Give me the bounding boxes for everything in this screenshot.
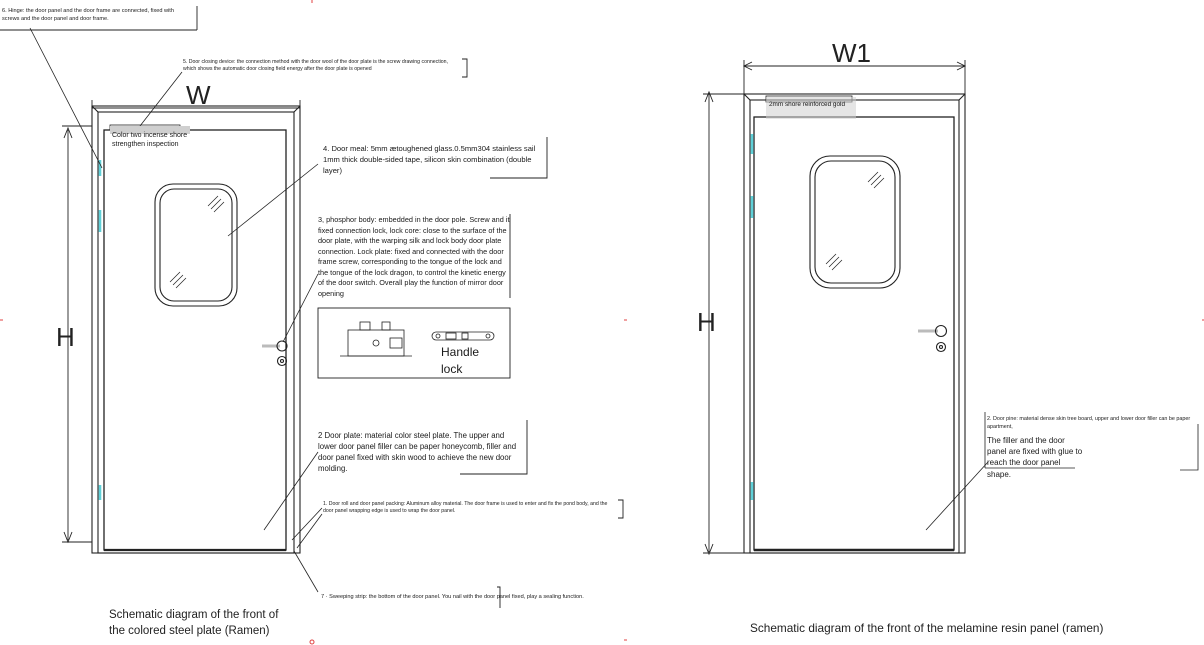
strike-plate-sketch xyxy=(431,331,495,341)
left-handle-rose xyxy=(276,340,288,352)
leader-glass xyxy=(227,163,319,237)
left-width-dimension xyxy=(91,100,301,116)
left-height-label: H xyxy=(56,322,75,352)
leader-closer xyxy=(139,71,183,127)
left-height-dimension xyxy=(62,125,92,544)
note-right-top-strip: 2mm shore reinforced gold xyxy=(769,101,846,108)
right-vision-window-outer xyxy=(809,155,901,289)
note-door-pine-small: 2. Door pine: material dense skin tree b… xyxy=(987,416,1191,430)
leader-sweep xyxy=(293,550,319,593)
right-height-dimension xyxy=(703,90,744,556)
right-leader-lines xyxy=(925,412,1199,531)
right-handle-rose xyxy=(934,324,948,338)
right-glass-hatch-bottom xyxy=(825,253,843,271)
right-caption: Schematic diagram of the front of the me… xyxy=(750,621,1104,635)
note-box-lines xyxy=(0,6,624,608)
handle-lock-label-line1: Handle xyxy=(441,345,480,359)
right-door xyxy=(743,93,966,554)
note-left-top-strip: Color two incense shore strengthen inspe… xyxy=(112,132,188,149)
note-door-closer: 5. Door closing device: the connection m… xyxy=(183,59,449,73)
note-lock-body: 3, phosphor body: embedded in the door p… xyxy=(318,215,510,298)
left-caption-line2: the colored steel plate (Ramen) xyxy=(109,624,270,637)
note-door-frame: 1. Door roll and door panel packing: Alu… xyxy=(323,501,608,515)
handle-lock-label: Handle lock xyxy=(441,344,505,378)
right-door-frame-inner xyxy=(749,99,960,554)
left-glass-hatch-top xyxy=(207,195,225,213)
left-door xyxy=(91,105,301,554)
note-hinge: 6. Hinge: the door panel and the door fr… xyxy=(2,8,174,22)
left-leader-lines xyxy=(29,27,323,593)
handle-lock-label-line2: lock xyxy=(441,361,463,376)
right-vision-window-inner xyxy=(814,160,896,284)
left-door-frame-inner xyxy=(97,111,295,554)
leader-frame-2 xyxy=(296,513,323,549)
right-door-frame-outer xyxy=(743,93,966,554)
note-door-glass: 4. Door meal: 5mm ætoughened glass.0.5mm… xyxy=(323,144,536,175)
leader-door-pine xyxy=(925,461,989,531)
right-top-strip-band xyxy=(766,97,856,119)
right-width-label: W1 xyxy=(832,38,871,68)
left-door-frame-outer xyxy=(91,105,301,554)
right-glass-hatch-top xyxy=(867,171,885,189)
right-width-dimension xyxy=(742,60,967,94)
note-door-pine-large: The filler and the door panel are fixed … xyxy=(987,436,1083,479)
note-door-plate: 2 Door plate: material color steel plate… xyxy=(318,431,517,474)
leader-hinge xyxy=(29,27,103,169)
left-glass-hatch-bottom xyxy=(169,271,187,289)
lock-body-sketch xyxy=(340,321,412,357)
right-height-label: H xyxy=(697,307,716,337)
left-caption-line1: Schematic diagram of the front of xyxy=(109,609,279,621)
left-vision-window-outer xyxy=(154,183,238,307)
left-vision-window-inner xyxy=(159,188,233,302)
note-sweep-strip: 7 · Sweeping strip: the bottom of the do… xyxy=(321,594,584,600)
leader-plate xyxy=(263,451,319,531)
left-top-strip-band xyxy=(110,126,190,134)
leader-lock xyxy=(282,273,319,343)
left-keyhole xyxy=(276,355,288,367)
handle-lock-detail-box xyxy=(317,307,511,379)
right-keyhole xyxy=(935,341,947,353)
right-door-leaf xyxy=(753,116,955,551)
left-door-leaf xyxy=(103,129,287,551)
leader-frame-1 xyxy=(291,507,323,541)
left-caption: Schematic diagram of the front of the co… xyxy=(109,608,339,639)
left-width-label: W xyxy=(186,80,211,110)
